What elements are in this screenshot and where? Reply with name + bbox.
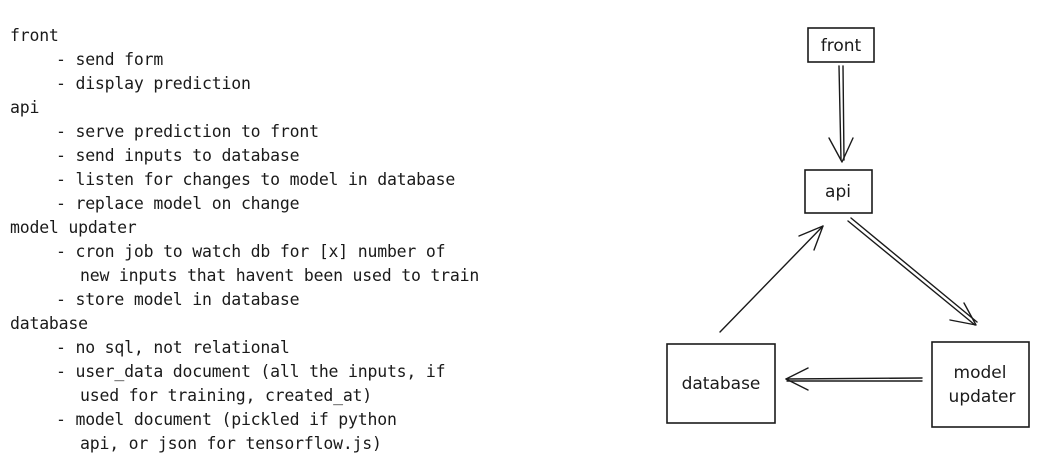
node-front-label: front: [821, 36, 862, 56]
edge-api-to-model-updater-line-b: [850, 217, 978, 323]
node-model-updater-box: [931, 341, 1030, 428]
notes-bullet-item: - user_data document (all the inputs, if: [56, 362, 446, 381]
notes-bullet-continuation: api, or json for tensorflow.js): [80, 434, 382, 453]
notes-bullet-continuation: used for training, created_at): [80, 386, 373, 405]
edge-database-to-api: [719, 225, 824, 333]
notes-bullet-item: - display prediction: [56, 74, 251, 93]
edge-front-to-api: [828, 65, 854, 163]
notes-section-heading: model updater: [10, 218, 137, 237]
notes-bullet-item: - model document (pickled if python: [56, 410, 397, 429]
notes-bullet-item: - serve prediction to front: [56, 122, 319, 141]
node-api-box: [804, 169, 873, 214]
notes-section-heading: api: [10, 98, 40, 117]
notes-bullet-item: - replace model on change: [56, 194, 300, 213]
edge-front-to-api-line-a: [838, 65, 842, 161]
node-database-label: database: [682, 374, 761, 394]
node-front-box: [807, 27, 875, 63]
edge-model-updater-to-database: [785, 367, 923, 391]
edge-database-to-api-line: [719, 225, 824, 333]
edge-front-to-api-arrowhead: [828, 137, 854, 163]
notes-section-heading: front: [10, 26, 59, 45]
notes-bullet-item: - send inputs to database: [56, 146, 300, 165]
edge-model-updater-to-database-arrowhead: [785, 367, 809, 391]
edge-api-to-model-updater: [847, 217, 978, 326]
edge-api-to-model-updater-line-a: [847, 220, 976, 326]
node-api: api: [804, 169, 873, 214]
node-model-updater-label-line2: updater: [949, 387, 1016, 407]
edge-database-to-api-arrowhead: [798, 225, 824, 251]
notes-bullet-item: - no sql, not relational: [56, 338, 290, 357]
node-front: front: [807, 27, 875, 63]
notes-bullet-item: - cron job to watch db for [x] number of: [56, 242, 446, 261]
node-model-updater-label-line1: model: [954, 363, 1007, 383]
node-api-label: api: [825, 182, 851, 202]
edge-front-to-api-line-b: [842, 65, 845, 161]
notes-bullet-continuation: new inputs that havent been used to trai…: [80, 266, 480, 285]
notes-section-heading: database: [10, 314, 88, 333]
node-database-box: [666, 343, 776, 424]
notes-bullet-item: - send form: [56, 50, 164, 69]
notes-bullet-item: - listen for changes to model in databas…: [56, 170, 456, 189]
notes-bullet-item: - store model in database: [56, 290, 300, 309]
node-database: database: [666, 343, 776, 424]
edge-model-updater-to-database-line-a: [785, 377, 923, 380]
edge-api-to-model-updater-arrowhead: [949, 302, 977, 326]
node-model-updater: model updater: [931, 341, 1030, 428]
